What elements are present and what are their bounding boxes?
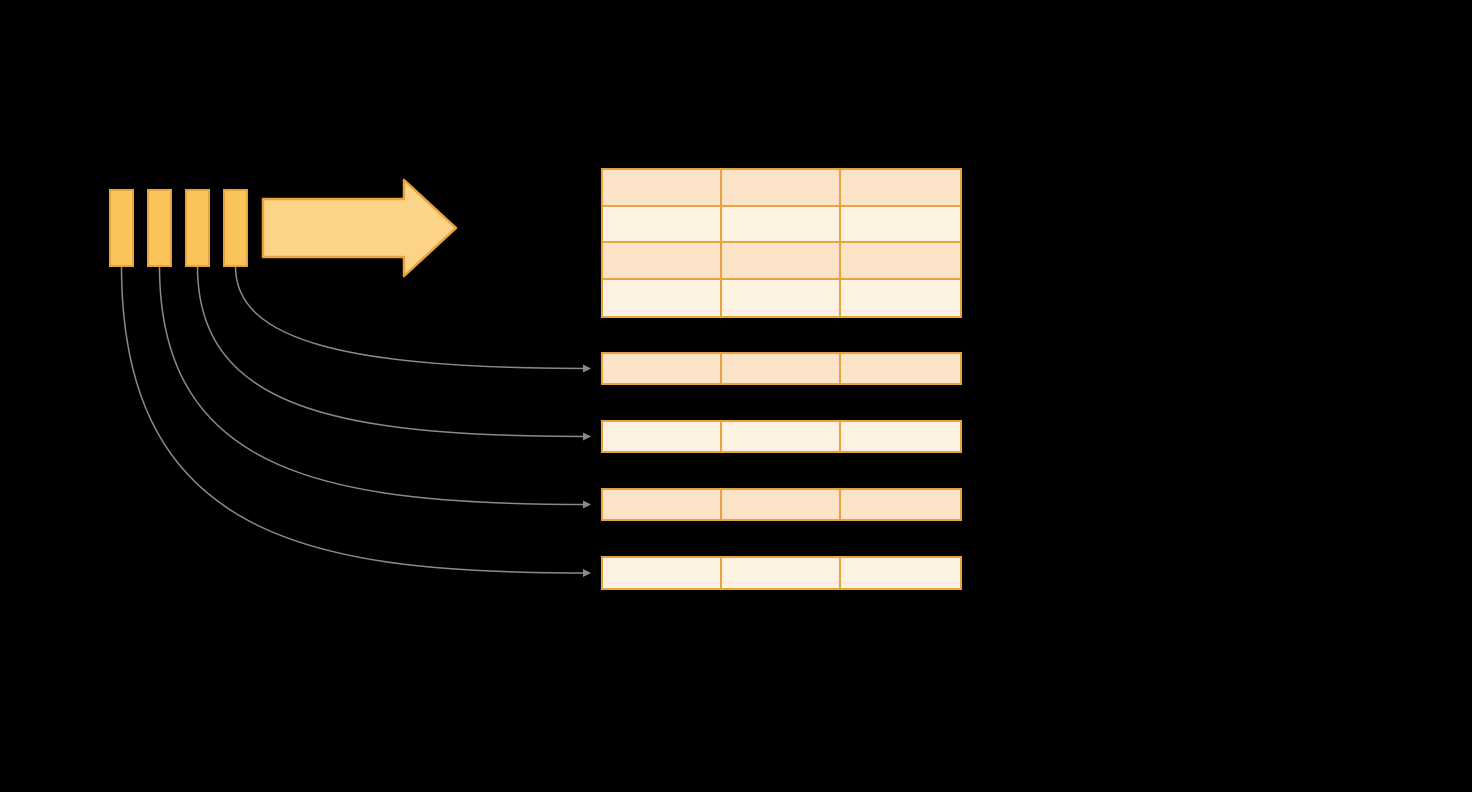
table-cell [722,422,841,451]
table-cell [841,243,960,280]
row-table-3 [601,488,962,521]
batch-table [601,168,962,318]
stream-bar-4 [223,189,248,267]
table-cell [841,279,960,316]
table-cell [603,490,722,519]
table-cell [841,206,960,243]
table-cell [722,170,841,207]
table-cell [841,170,960,207]
table-cell [603,170,722,207]
table-cell [841,422,960,451]
stream-bar-2 [147,189,172,267]
connector-arrows [120,266,591,577]
row-table-4 [601,556,962,590]
table-cell [603,422,722,451]
connector-arrow-4 [120,266,591,577]
table-cell [841,490,960,519]
stream-bar-1 [109,189,134,267]
stream-bars [109,189,248,267]
table-cell [603,243,722,280]
table-cell [722,558,841,588]
table-cell [603,279,722,316]
table-cell [722,206,841,243]
table-cell [603,206,722,243]
table-cell [603,354,722,383]
connector-arrow-2 [196,266,591,441]
row-table-2 [601,420,962,453]
stream-bar-3 [185,189,210,267]
table-cell [722,490,841,519]
flow-right-arrow-icon [261,178,458,278]
row-table-1 [601,352,962,385]
table-cell [722,243,841,280]
table-cell [841,558,960,588]
table-cell [841,354,960,383]
table-cell [722,354,841,383]
connector-arrow-3 [158,266,591,509]
connector-arrow-1 [234,266,591,373]
table-cell [603,558,722,588]
table-cell [722,279,841,316]
